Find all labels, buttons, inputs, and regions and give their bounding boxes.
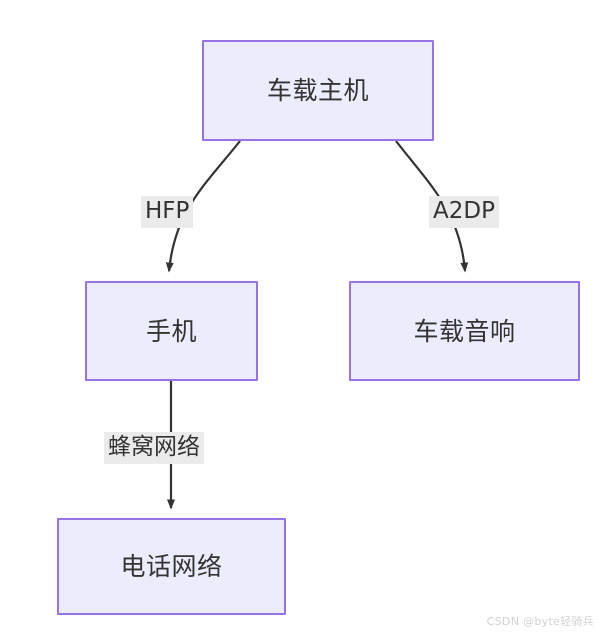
node-head-unit[interactable]: 车载主机	[202, 40, 434, 141]
node-phone[interactable]: 手机	[85, 281, 258, 381]
node-phone-label: 手机	[145, 316, 197, 346]
edge-label-cellular: 蜂窝网络	[104, 432, 204, 464]
node-car-audio[interactable]: 车载音响	[349, 281, 580, 381]
edge-label-hfp: HFP	[141, 196, 194, 228]
node-telephone-network-label: 电话网络	[120, 552, 223, 581]
edge-head-unit-to-phone	[165, 140, 241, 273]
edge-label-a2dp: A2DP	[429, 196, 499, 228]
node-head-unit-label: 车载主机	[266, 76, 369, 105]
node-car-audio-label: 车载音响	[413, 316, 516, 346]
csdn-watermark: CSDN @byte轻骑兵	[486, 615, 594, 628]
node-telephone-network[interactable]: 电话网络	[57, 518, 286, 615]
